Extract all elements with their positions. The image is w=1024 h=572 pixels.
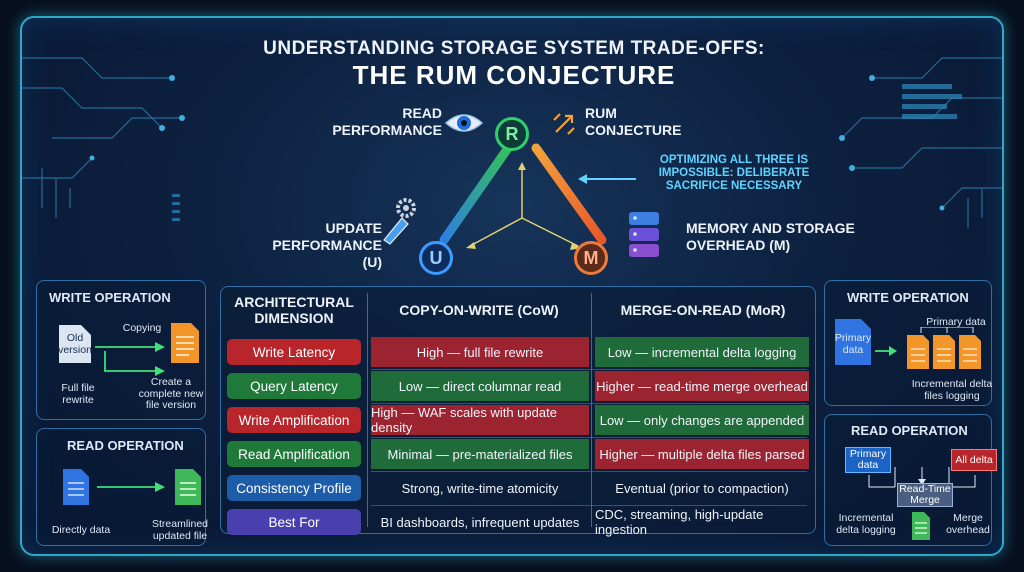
write-arrow [875, 346, 897, 356]
incremental-files-label: Incremental delta files logging [911, 378, 993, 402]
copying-label: Copying [122, 322, 162, 334]
row-label: Consistency Profile [227, 475, 361, 501]
cow-cell: High — WAF scales with update density [371, 405, 589, 435]
row-label: Write Latency [227, 339, 361, 365]
cow-read-title: READ OPERATION [67, 438, 184, 453]
pen-gear-icon [383, 198, 416, 245]
cow-cell: Low — direct columnar read [371, 371, 589, 401]
node-r: R [495, 117, 529, 151]
incremental-logging-label: Incremental delta logging [836, 512, 896, 536]
row-label: Query Latency [227, 373, 361, 399]
mor-write-title: WRITE OPERATION [847, 290, 969, 305]
delta-files-icon [907, 327, 981, 369]
read-time-merge-box: Read-Time Merge [897, 483, 953, 507]
mor-cell: Low — incremental delta logging [595, 337, 809, 367]
full-rewrite-label: Full file rewrite [61, 382, 95, 406]
mor-cell: Eventual (prior to compaction) [615, 480, 789, 496]
mor-cell: CDC, streaming, high-update ingestion [595, 507, 764, 537]
cow-write-panel: WRITE OPERATION Old version Copying Full… [36, 280, 206, 420]
merge-overhead-label: Merge overhead [946, 512, 990, 536]
old-version-doc-icon [59, 325, 91, 363]
table-divider [591, 293, 592, 527]
read-arrow [97, 482, 165, 492]
all-delta-box: All delta [951, 449, 997, 471]
server-stack-icon [629, 212, 659, 257]
table-divider [367, 293, 368, 527]
node-m: M [574, 241, 608, 275]
streamlined-label: Streamlined updated file [151, 518, 209, 542]
primary-data-doc-icon [835, 319, 871, 365]
data-doc-icon [63, 469, 89, 505]
create-new-label: Create a complete new file version [138, 376, 204, 411]
header-mor: MERGE-ON-READ (MoR) [620, 302, 786, 318]
streamlined-doc-icon [175, 469, 201, 505]
row-label: Best For [227, 509, 361, 535]
primary-data-label: Primary data [926, 316, 986, 328]
optimizing-note: OPTIMIZING ALL THREE IS IMPOSSIBLE: DELI… [658, 154, 810, 192]
mor-read-title: READ OPERATION [851, 423, 968, 438]
mor-cell: Higher — read-time merge overhead [595, 371, 809, 401]
row-divider [371, 437, 807, 438]
arrows-icon [553, 113, 575, 135]
circuit-decoration [22, 57, 1002, 228]
row-divider [371, 369, 807, 370]
primary-data-box: Primary data [845, 447, 891, 473]
row-divider [371, 471, 807, 472]
copy-arrow [95, 342, 165, 376]
rum-triangle [439, 143, 607, 260]
row-label: Read Amplification [227, 441, 361, 467]
row-divider [371, 403, 807, 404]
primary-data-doc-label: Primary data [834, 332, 872, 356]
directly-data-label: Directly data [51, 524, 111, 536]
update-performance-label: UPDATE PERFORMANCE (U) [272, 220, 382, 270]
header-cow: COPY-ON-WRITE (CoW) [399, 302, 559, 318]
rum-conjecture-label: RUM CONJECTURE [585, 105, 682, 138]
title-line-1: UNDERSTANDING STORAGE SYSTEM TRADE-OFFS: [263, 38, 765, 59]
cow-cell: Minimal — pre-materialized files [371, 439, 589, 469]
cow-write-title: WRITE OPERATION [49, 290, 171, 305]
old-version-label: Old version [58, 332, 92, 356]
cow-read-panel: READ OPERATION Directly data Streamlined… [36, 428, 208, 546]
title-line-2: THE RUM CONJECTURE [352, 60, 676, 90]
comparison-table: ARCHITECTURAL DIMENSION COPY-ON-WRITE (C… [220, 286, 816, 537]
cow-cell: Strong, write-time atomicity [401, 480, 559, 496]
mor-write-panel: WRITE OPERATION Primary data Primary dat… [824, 280, 992, 406]
row-divider [371, 505, 807, 506]
row-label: Write Amplification [227, 407, 361, 433]
cow-cell: High — full file rewrite [371, 337, 589, 367]
merged-doc-icon [912, 512, 930, 540]
new-version-doc-icon [171, 323, 199, 363]
node-u: U [419, 241, 453, 275]
note-arrow [578, 174, 636, 184]
read-performance-label: READ PERFORMANCE [332, 105, 442, 138]
cow-cell: BI dashboards, infrequent updates [380, 514, 580, 530]
header-dimension: ARCHITECTURAL DIMENSION [234, 294, 354, 326]
infographic-frame: UNDERSTANDING STORAGE SYSTEM TRADE-OFFS:… [20, 16, 1004, 556]
mor-read-panel: READ OPERATION Primary data All delta Re… [824, 414, 997, 546]
eye-icon [444, 114, 484, 132]
memory-overhead-label: MEMORY AND STORAGE OVERHEAD (M) [686, 220, 855, 253]
mor-cell: Low — only changes are appended [595, 405, 809, 435]
mor-cell: Higher — multiple delta files parsed [595, 439, 809, 469]
